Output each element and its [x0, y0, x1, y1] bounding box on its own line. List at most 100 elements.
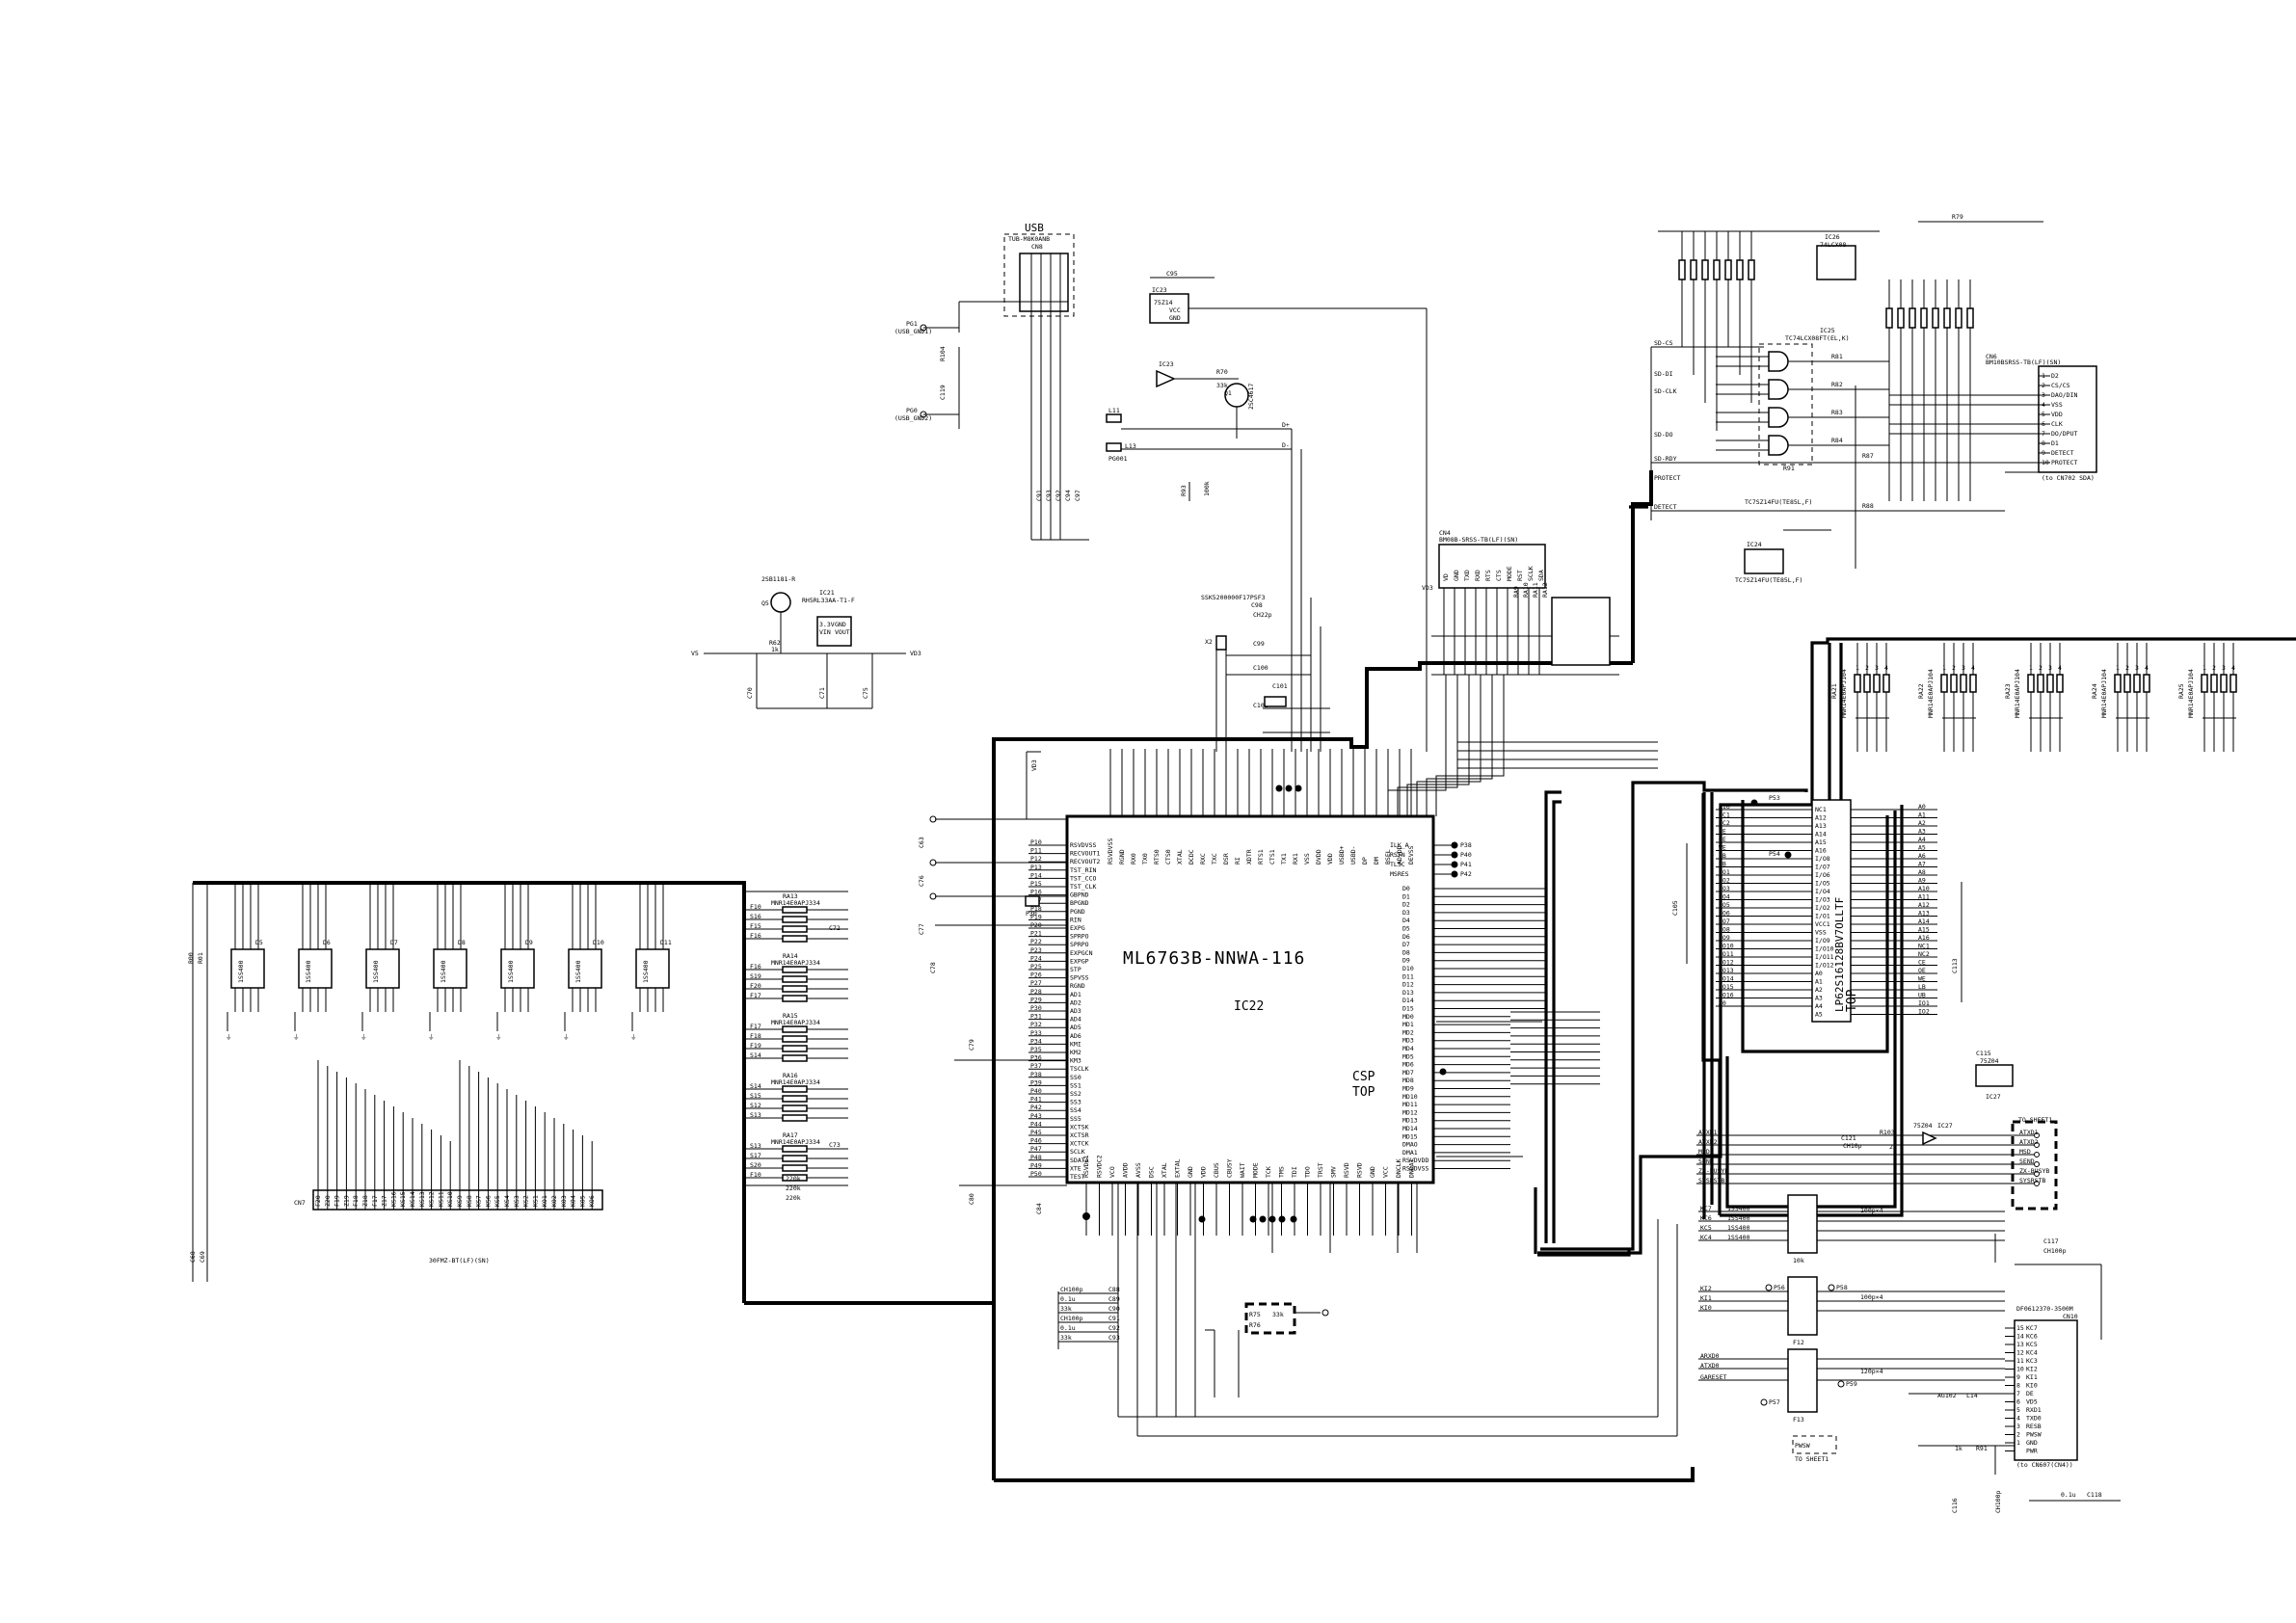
cn6-ic24-part: TC7SZ14FU(TE85L,F): [1735, 576, 1802, 584]
cn6-pin-label: D1: [2051, 439, 2059, 447]
ic25-dashed: [1758, 343, 1813, 466]
q5-transistor: [770, 592, 791, 613]
ic27-buffer: [1922, 1131, 1937, 1146]
cn6-res-body: [1885, 307, 1893, 329]
cn4-ra: RA10: [1522, 582, 1530, 598]
km-r01: R01: [197, 952, 204, 964]
cn10-rval1: 100p×4: [1860, 1207, 1883, 1214]
usb-q1-part: 2SC4617: [1247, 384, 1255, 410]
cn7-pin-label: KS12: [428, 1191, 436, 1207]
bottom-cap-val: 33k: [1060, 1305, 1072, 1313]
ra-right-label: RA22: [1917, 683, 1925, 699]
ic22-left-pin-num: P34: [1030, 1037, 1042, 1045]
to-sheet1-box: [2011, 1120, 2058, 1211]
ra-right-pin: 3: [1875, 664, 1879, 672]
usb-r93: R93: [1180, 485, 1188, 496]
cn6-r88: R88: [1862, 502, 1874, 510]
to-sheet-ic27-part: 75Z04: [1980, 1057, 1999, 1065]
ra-right-pin: 3: [2135, 664, 2139, 672]
ra-left-res: [782, 1035, 808, 1043]
ic22-bottom-pin-label: TRST: [1317, 1162, 1324, 1178]
to-sheet-net-right: SYSRSTB: [2019, 1177, 2045, 1184]
sram-pin-right-label: A5: [1815, 1011, 1823, 1019]
ic22-right-pin-label: RSVDVDD: [1402, 1157, 1428, 1164]
cn6-ref: CN6: [1986, 353, 1997, 360]
sram-pin-right-label: I/O6: [1815, 871, 1830, 879]
to-sheet-ic27-label: IC27: [1986, 1093, 2001, 1101]
ra-right-pin: 4: [1884, 664, 1888, 672]
sram-pin-left-net: IO4: [1719, 893, 1730, 901]
cn10-c116: C116: [1951, 1498, 1959, 1513]
ic22-top-pin-label: RTS0: [1153, 849, 1161, 865]
net-dot: [1275, 785, 1283, 792]
ic22-top-pin-label: DCDC: [1188, 849, 1195, 865]
ic22-right-pin-label: D13: [1402, 989, 1414, 997]
ic22-left-pin-num: P47: [1030, 1145, 1042, 1153]
ic22-left-pin-num: P44: [1030, 1120, 1042, 1128]
sram-pin-left-net: IO10: [1719, 943, 1734, 950]
ic22-bottom-pin-label: CBUS: [1213, 1162, 1220, 1178]
ic22-right-pin-label: MD5: [1402, 1052, 1414, 1060]
ic22-bottom-pin-label: DNCLK: [1395, 1158, 1402, 1178]
to-sheet-net: ATXD1: [1698, 1129, 1718, 1136]
cn6-part: BM10BSRSS-TB(LF)(SN): [1986, 359, 2061, 366]
sram-pin-right-net: A10: [1918, 885, 1930, 892]
ic22-right-upper-net: P38: [1460, 841, 1472, 849]
ra-right-value: MNR14E0APJ104: [1927, 669, 1935, 718]
ic22-left-pin-num: P50: [1030, 1170, 1042, 1178]
ic22-right-pin-label: MD14: [1402, 1125, 1418, 1132]
cn10-part: DF0612370-3500M: [2016, 1305, 2073, 1313]
ra-right-pin: 3: [1962, 664, 1965, 672]
ra-left-net: F16: [750, 932, 761, 940]
cn4-pin-label: TXD: [1463, 570, 1471, 581]
usb-title: USB: [1025, 222, 1044, 234]
usb-ic23-vcc: VCC: [1169, 306, 1181, 314]
ic22-top-pin-label: DEVSS: [1407, 845, 1415, 865]
cn10-pin-num: 5: [2016, 1406, 2020, 1414]
to-sheet-r103-val: 22: [1889, 1143, 1897, 1151]
ic22-trace: [1416, 675, 1482, 816]
net-dot: [1451, 870, 1458, 878]
ic22-right-pin-label: D10: [1402, 965, 1414, 972]
cn10-pad: [1760, 1398, 1768, 1406]
ic22-right-pin-label: D8: [1402, 948, 1410, 956]
cn6-r87: R87: [1862, 452, 1874, 460]
sram-pin-right-label: A4: [1815, 1002, 1823, 1010]
usb-r93-val: 100k: [1203, 481, 1211, 496]
ic23-buffer: [1156, 369, 1176, 388]
usb-ref: CN8: [1031, 243, 1043, 251]
crystal-c100: C100: [1253, 664, 1268, 672]
usb-c119: C119: [939, 385, 947, 400]
net-dot: [1439, 1068, 1447, 1076]
cn6-r-label: R83: [1831, 409, 1843, 416]
to-sheet-terminal: [2034, 1152, 2040, 1157]
ic22-left-pin-num: P11: [1030, 847, 1042, 855]
cn10-pin-label: KI0: [2026, 1382, 2038, 1390]
cn10-signal-label: KC5: [1700, 1224, 1712, 1232]
ic22-left-pin-label: SCLK: [1070, 1148, 1085, 1156]
cn7-pin-label: KS8: [466, 1195, 473, 1207]
ra-left-res: [782, 1155, 808, 1162]
cn7-pin-label: KS2: [522, 1195, 530, 1207]
ic22-right-pin-label: MD3: [1402, 1037, 1414, 1045]
ic22-top-pin-label: RX0: [1130, 853, 1137, 865]
reg-ic21: IC21: [819, 589, 835, 597]
ic22-right-pin-label: D11: [1402, 972, 1414, 980]
sram-pin-left-net: A16: [1719, 803, 1730, 811]
sram-pin-right-net: A14: [1918, 918, 1930, 925]
left-side-caps: C63 C76 C77 C78 C79 C80 C84 P30 VD3: [918, 751, 1067, 1214]
ra-right-pin: 2: [2212, 664, 2216, 672]
ra-right-res: [2201, 674, 2208, 693]
cn10-pin-num: 4: [2016, 1415, 2020, 1423]
cn6-res-body: [1713, 259, 1721, 280]
ic22-right-upper-label: MSRES: [1390, 870, 1409, 878]
to-sheet-c115: C115: [1976, 1050, 1991, 1057]
crystal-section: SSK5200000F17PSF3 X2 C99 C100 C101 C102 …: [1201, 594, 1330, 752]
main-ic-body: [1065, 814, 1435, 1184]
ra-left-net: F16: [750, 963, 761, 971]
ic22-left-pin-num: P23: [1030, 946, 1042, 954]
to-sheet-net-right: ZX-BUSYB: [2019, 1167, 2049, 1175]
km-diode-part: 1SS400: [440, 960, 447, 983]
